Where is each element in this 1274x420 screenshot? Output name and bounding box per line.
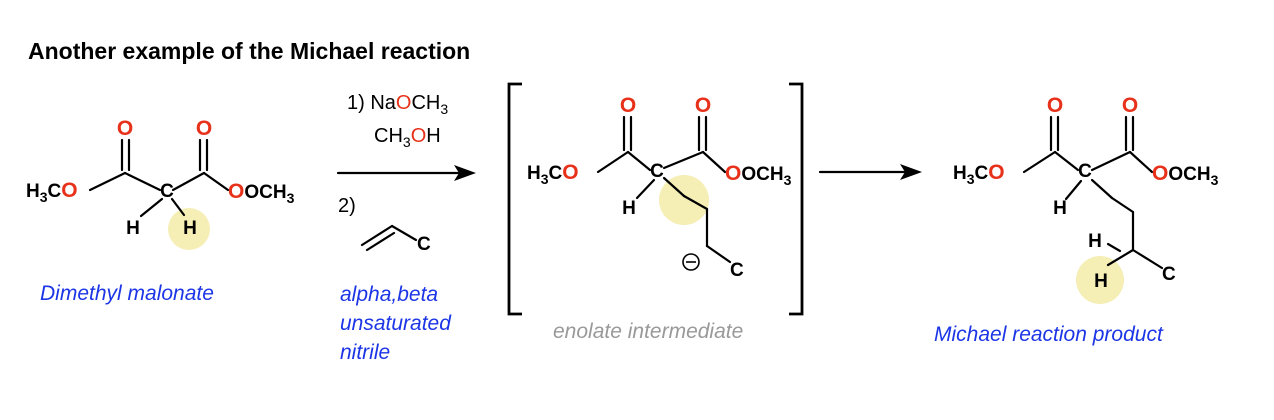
oxygen-atom: O bbox=[117, 117, 133, 140]
nitrile-group: C bbox=[1162, 264, 1176, 285]
nitrile-group: C bbox=[417, 234, 431, 255]
carbanion-highlight bbox=[659, 175, 709, 225]
carbon-atom: C bbox=[650, 161, 664, 182]
h3c-group: H3CO bbox=[26, 179, 78, 205]
oxygen-atom: O bbox=[196, 117, 212, 140]
h3c-group: H3CO bbox=[527, 161, 579, 187]
hydrogen-atom: H bbox=[126, 218, 140, 239]
caption-dimethyl-malonate: Dimethyl malonate bbox=[40, 282, 214, 305]
new-hydrogen-atom: H bbox=[1094, 271, 1108, 292]
new-hydrogen-highlight bbox=[1076, 256, 1124, 304]
page-title: Another example of the Michael reaction bbox=[28, 38, 471, 64]
oxygen-atom: O bbox=[1047, 94, 1063, 117]
h3c-group: H3CO bbox=[953, 161, 1005, 187]
och3-group: OOCH3 bbox=[725, 162, 792, 188]
caption-reagent-line1: alpha,beta bbox=[340, 283, 438, 306]
carbon-atom: C bbox=[160, 181, 174, 202]
reagents: 1) NaOCH3 CH3OH 2) C bbox=[338, 92, 448, 255]
oxygen-atom: O bbox=[695, 94, 711, 117]
left-bracket bbox=[507, 82, 522, 316]
reagent-step2: 2) bbox=[338, 195, 356, 217]
oxygen-atom: O bbox=[1122, 94, 1138, 117]
hydrogen-atom: H bbox=[622, 198, 636, 219]
hydrogen-atom: H bbox=[1088, 231, 1102, 252]
caption-enolate-intermediate: enolate intermediate bbox=[553, 320, 743, 343]
caption-reagent-line3: nitrile bbox=[340, 341, 390, 364]
alpha-hydrogen-atom: H bbox=[183, 218, 197, 239]
enolate-intermediate-structure: O O H3CO C H OOCH3 C bbox=[527, 94, 792, 281]
nitrile-group: C bbox=[730, 260, 744, 281]
reagent-solvent: CH3OH bbox=[374, 125, 441, 150]
och3-group: OOCH3 bbox=[1152, 162, 1219, 188]
michael-product-structure: O O H3CO C H OOCH3 H H C bbox=[953, 94, 1219, 304]
och3-group: OOCH3 bbox=[228, 180, 295, 206]
reaction-arrow-1 bbox=[336, 165, 476, 181]
dimethyl-malonate-structure: O O H3CO C H H OOCH3 bbox=[26, 117, 295, 250]
right-bracket bbox=[789, 82, 804, 316]
reaction-arrow-2 bbox=[818, 164, 922, 180]
oxygen-atom: O bbox=[620, 94, 636, 117]
hydrogen-atom: H bbox=[1053, 198, 1067, 219]
carbon-atom: C bbox=[1078, 161, 1092, 182]
caption-reagent-line2: unsaturated bbox=[340, 312, 452, 335]
alpha-hydrogen-highlight bbox=[168, 208, 210, 250]
negative-charge-icon bbox=[682, 253, 700, 271]
caption-michael-product: Michael reaction product bbox=[934, 323, 1164, 346]
reagent-step1: 1) NaOCH3 bbox=[347, 92, 448, 117]
